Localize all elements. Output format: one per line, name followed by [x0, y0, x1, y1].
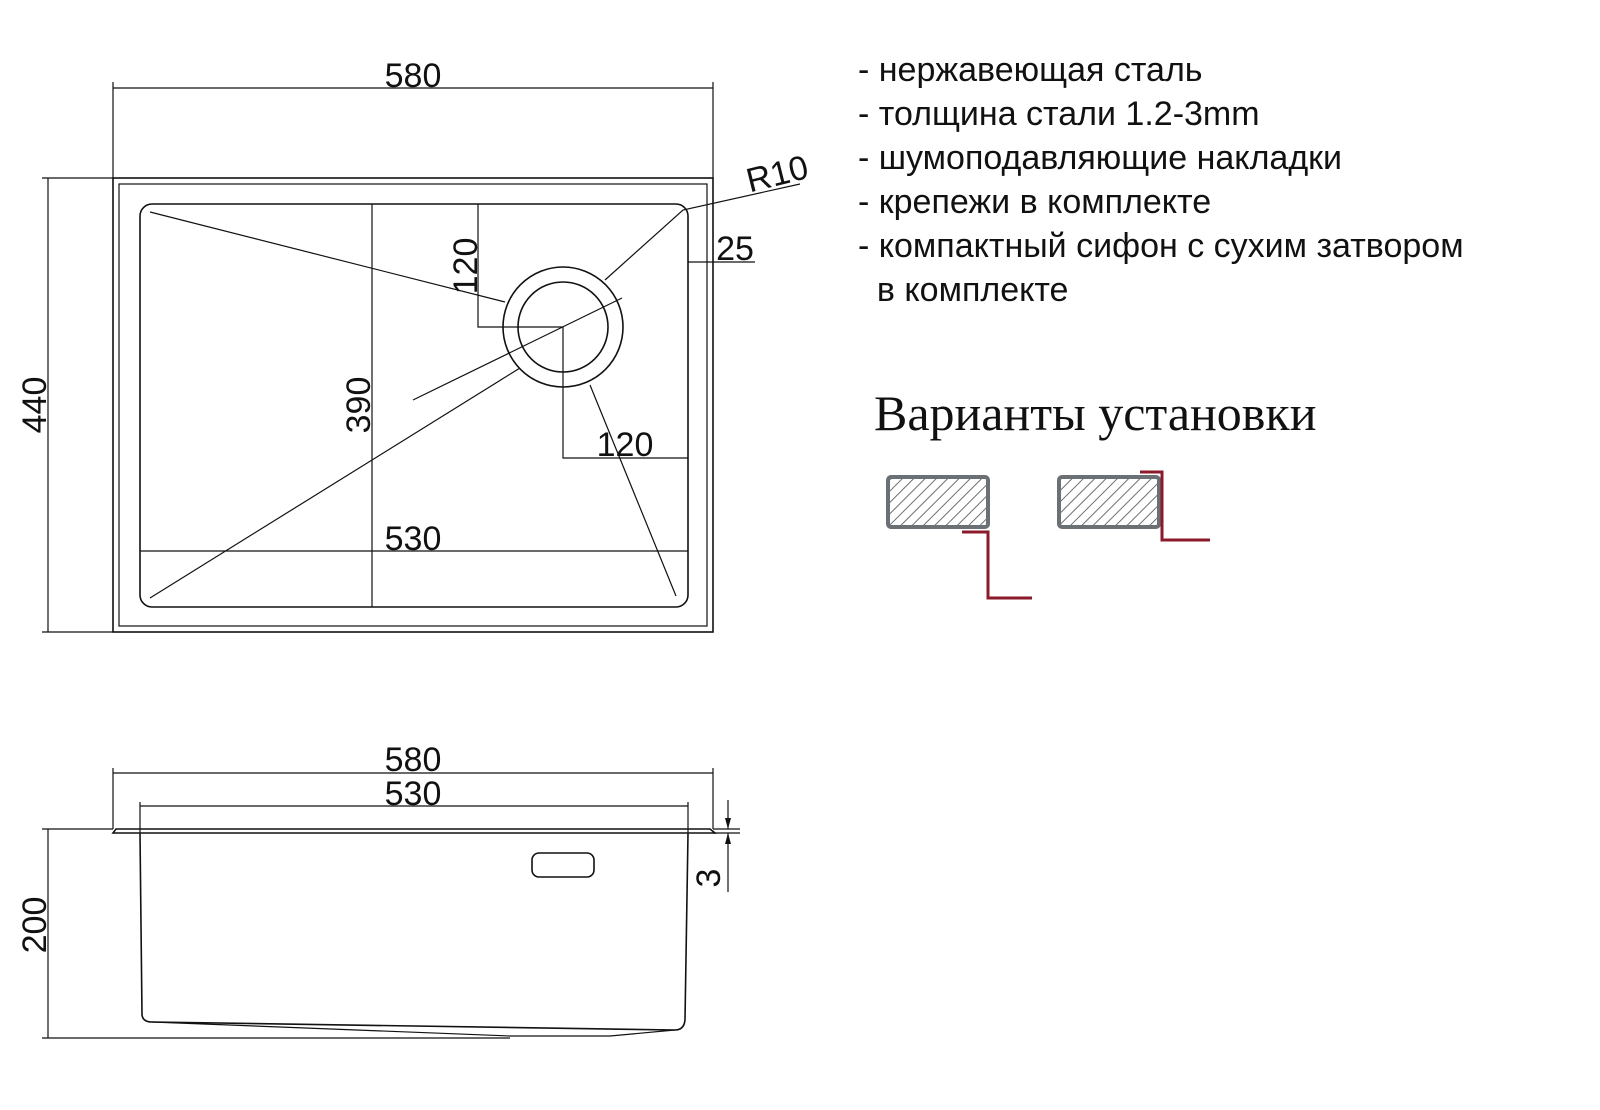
width-dimension: 580	[385, 57, 442, 95]
bowl-outline	[139, 203, 689, 608]
side-view: 580 530 3 200	[16, 741, 740, 1039]
bowl-profile	[139, 833, 689, 1031]
sink-outline	[112, 177, 714, 633]
drain-offset-x-dimension: 120	[597, 426, 654, 464]
install-variant-topmount	[1057, 470, 1210, 542]
spec-item: - крепежи в комплекте	[858, 183, 1212, 221]
install-variant-undermount	[886, 475, 1032, 600]
drain-offset-y-dimension: 120	[447, 238, 485, 295]
spec-item: - компактный сифон с сухим затвором	[858, 227, 1464, 265]
countertop-icon	[1057, 475, 1161, 529]
bowl-depth-dimension: 390	[340, 377, 378, 434]
height-dimension: 200	[16, 897, 54, 954]
sink-profile-icon	[1140, 470, 1210, 542]
sink-profile-icon	[962, 530, 1032, 600]
spec-item: в комплекте	[858, 271, 1069, 309]
spec-item: - нержавеющая сталь	[858, 51, 1203, 89]
radius-dimension: R10	[742, 148, 812, 200]
rim-inner	[118, 183, 708, 627]
spec-item: - шумоподавляющие накладки	[858, 139, 1343, 177]
spec-item: - толщина стали 1.2-3mm	[858, 95, 1260, 133]
countertop-icon	[886, 475, 990, 529]
side-width-dimension: 580	[385, 741, 442, 779]
install-variants-title: Варианты установки	[874, 385, 1317, 441]
top-view: 580 440 R10 25 120 390 120 530	[16, 57, 812, 633]
spec-list: - нержавеющая сталь - толщина стали 1.2-…	[858, 48, 1464, 312]
overflow-slot	[531, 852, 595, 878]
depth-dimension: 440	[16, 377, 54, 434]
side-bowl-width-dimension: 530	[385, 775, 442, 813]
rim-profile	[111, 828, 718, 834]
rim-dimension: 25	[716, 230, 754, 268]
thickness-dimension: 3	[690, 869, 728, 888]
bowl-width-dimension: 530	[385, 520, 442, 558]
